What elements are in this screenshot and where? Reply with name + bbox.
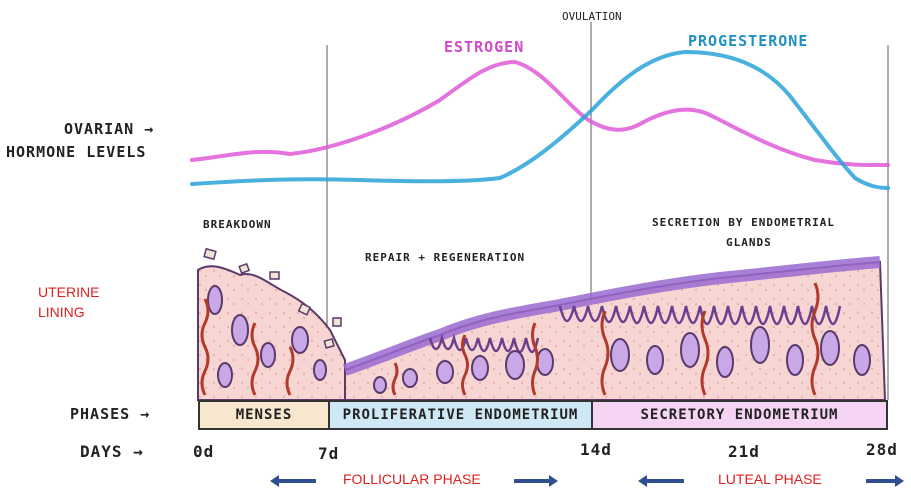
stage-repair: REPAIR + REGENERATION <box>365 251 525 264</box>
phases-row-label: PHASES → <box>70 405 150 423</box>
uterine-lining-label-2: LINING <box>38 304 85 320</box>
hormone-axis-label-1: OVARIAN → <box>64 120 154 138</box>
estrogen-label: ESTROGEN <box>444 38 524 56</box>
phase-proliferative: PROLIFERATIVE ENDOMETRIUM <box>328 400 593 430</box>
follicular-arrow-right <box>514 479 550 483</box>
luteal-phase-label: LUTEAL PHASE <box>718 471 822 487</box>
hormone-axis-label-2: HORMONE LEVELS <box>6 143 146 161</box>
follicular-phase-label: FOLLICULAR PHASE <box>343 471 481 487</box>
uterine-lining-label-1: UTERINE <box>38 284 99 300</box>
day-tick-28: 28d <box>866 440 898 459</box>
stage-secretion-2: GLANDS <box>726 236 772 249</box>
stage-breakdown: BREAKDOWN <box>203 218 272 231</box>
ovulation-label: OVULATION <box>562 10 622 23</box>
stage-secretion-1: SECRETION BY ENDOMETRIAL <box>652 216 835 229</box>
luteal-arrow-right <box>866 479 896 483</box>
day-tick-0: 0d <box>193 442 214 461</box>
luteal-arrow-left <box>646 479 684 483</box>
follicular-arrow-left <box>278 479 316 483</box>
days-row-label: DAYS → <box>80 442 144 461</box>
day-tick-14: 14d <box>580 440 612 459</box>
day-tick-21: 21d <box>728 442 760 461</box>
phase-menses: MENSES <box>198 400 330 430</box>
day-tick-7: 7d <box>318 444 339 463</box>
progesterone-label: PROGESTERONE <box>688 32 808 50</box>
regenerating-tissue <box>345 262 885 400</box>
phase-secretory: SECRETORY ENDOMETRIUM <box>591 400 888 430</box>
